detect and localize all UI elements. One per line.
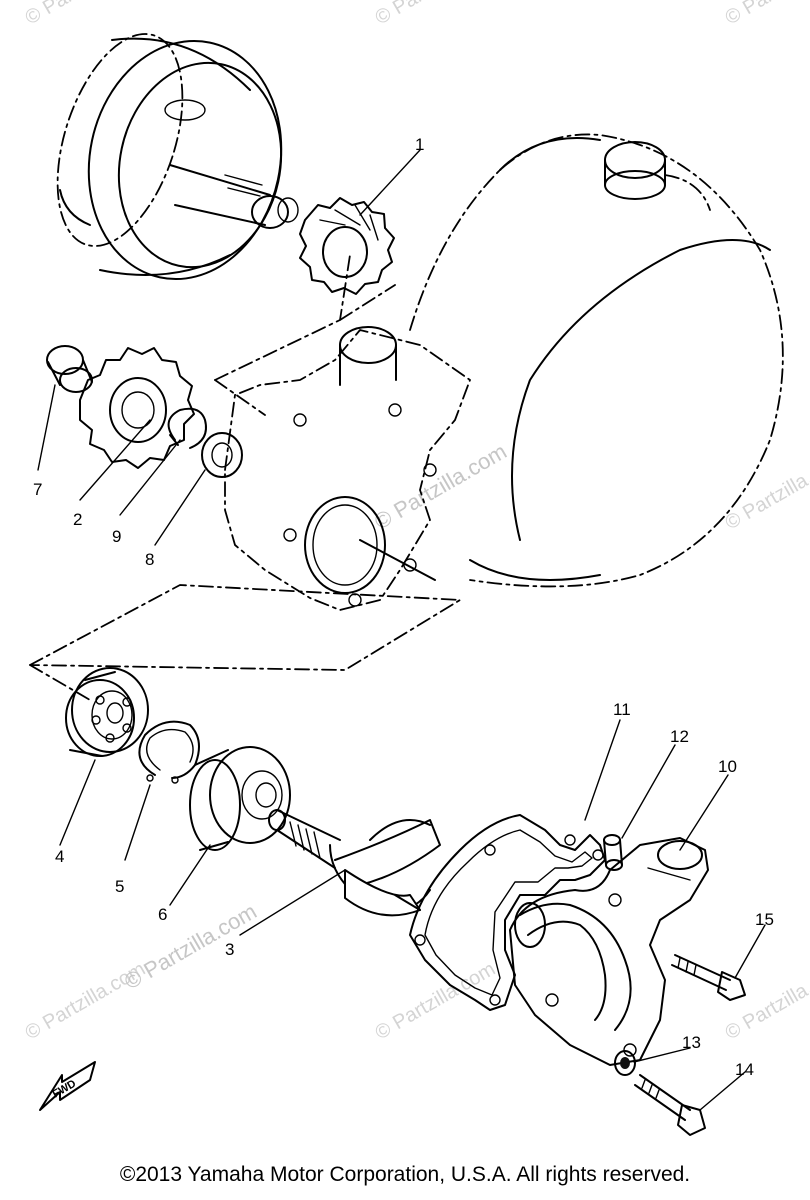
watermark: © Partzilla.com [722,0,810,29]
callout-8: 8 [145,550,154,569]
part-4-bearing [65,667,149,757]
callout-2: 2 [73,510,82,529]
callout-5: 5 [115,877,124,896]
callout-4: 4 [55,847,64,866]
clutch-housing [56,33,299,281]
watermark: © Partzilla.com [722,958,810,1044]
callout-13: 13 [682,1033,701,1052]
watermark: © Partzilla.com [372,0,500,29]
part-3-impeller-shaft [268,809,441,917]
callout-1: 1 [415,135,424,154]
callout-7: 7 [33,480,42,499]
callout-12: 12 [670,727,689,746]
callout-14: 14 [735,1060,754,1079]
watermark: © Partzilla.com [22,0,150,29]
watermark: © Partzilla.com [722,448,810,534]
watermarks: © Partzilla.com © Partzilla.com © Partzi… [22,0,810,1044]
callout-10: 10 [718,757,737,776]
part-15-bolt [671,954,746,1001]
callout-3: 3 [225,940,234,959]
part-10-pump-cover [509,837,709,1066]
part-2-impeller-gear [79,347,195,469]
part-11-gasket [409,814,606,1011]
watermark: © Partzilla.com [370,439,511,535]
watermark: © Partzilla.com [120,899,261,995]
callout-15: 15 [755,910,774,929]
pump-housing [224,326,471,611]
callout-labels: 1 7 2 9 8 4 5 6 3 11 12 10 15 13 14 [33,135,774,1079]
part-12-dowel-pin [603,834,623,871]
assembly-guide-lines [29,254,461,701]
part-14-bolt [634,1074,706,1136]
leader-lines [37,149,766,1111]
callout-6: 6 [158,905,167,924]
fwd-arrow: FWD [39,1061,96,1111]
part-9-circlip [167,407,207,449]
crankcase-cover [409,133,784,588]
part-8-washer [201,432,243,478]
part-1-drive-gear [299,197,395,295]
part-6-oil-seal [189,746,291,851]
copyright-notice: ©2013 Yamaha Motor Corporation, U.S.A. A… [119,1163,691,1186]
part-7-collar [46,345,93,393]
part-5-snap-ring [138,720,200,784]
part-13-washer [614,1050,636,1076]
callout-11: 11 [613,700,631,719]
callout-9: 9 [112,527,121,546]
